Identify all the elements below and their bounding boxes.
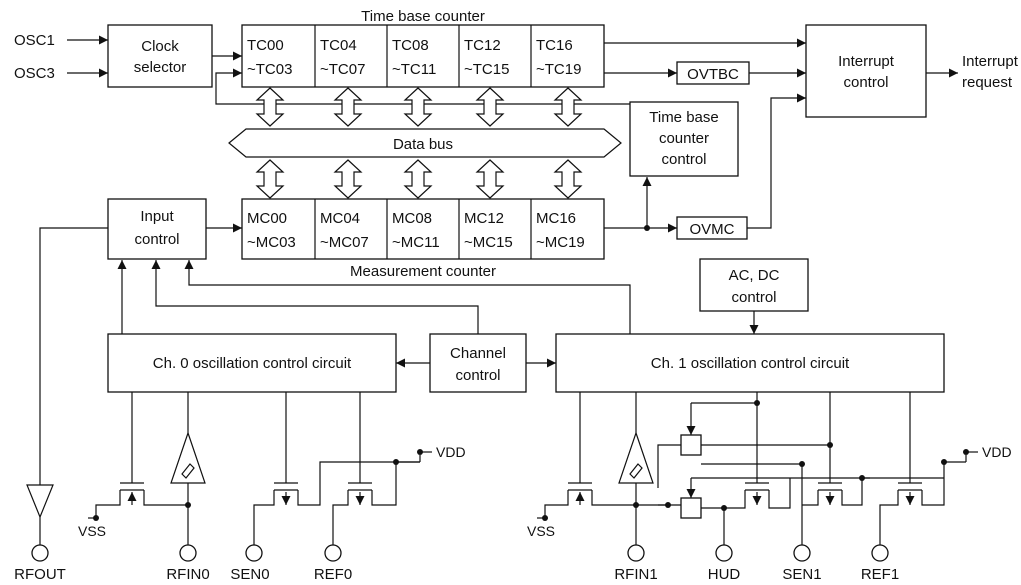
tc-cell-3-line-2: ~TC11 [392, 61, 436, 78]
ref1-label: REF1 [861, 566, 899, 583]
acdc-control-label-2: control [731, 289, 776, 306]
ch1-to-input-line [184, 260, 631, 334]
ovtbc-label: OVTBC [687, 66, 739, 83]
interrupt-request-label-1: Interrupt [962, 53, 1019, 70]
mc-cell-4-line-1: MC12 [464, 210, 504, 227]
rfin1-pin [627, 544, 645, 562]
vdd-label-left: VDD [436, 444, 466, 460]
bus-connectors-top [255, 87, 583, 127]
tc-cell-2-line-1: TC04 [320, 37, 357, 54]
osc3-label: OSC3 [14, 65, 55, 82]
rfout-pin [31, 544, 49, 562]
interrupt-control-box [805, 24, 927, 118]
vss-label-left: VSS [78, 523, 106, 539]
ovmc-label: OVMC [690, 221, 735, 238]
mc-cell-3-line-1: MC08 [392, 210, 432, 227]
rfout-label: RFOUT [14, 566, 66, 583]
acdc-control-label-1: AC, DC [729, 267, 780, 284]
channel-control-label-1: Channel [450, 345, 506, 362]
mc-cell-5-line-2: ~MC19 [536, 234, 585, 251]
hud-pin [715, 544, 733, 562]
mc-cell-5-line-1: MC16 [536, 210, 576, 227]
mc-cell-1-line-2: ~MC03 [247, 234, 296, 251]
tc-cell-5-line-1: TC16 [536, 37, 573, 54]
data-bus [228, 128, 622, 158]
tbc-control-box [629, 101, 739, 177]
mc-cell-4-line-2: ~MC15 [464, 234, 513, 251]
time-base-counter-title: Time base counter [361, 8, 485, 25]
channel-control-label-2: control [455, 367, 500, 384]
channel-control-box [429, 333, 527, 393]
rfout-buffer-icon [26, 484, 54, 519]
clock-selector-label-2: selector [134, 59, 187, 76]
tbc-control-label-2: counter [659, 130, 709, 147]
osc1-label: OSC1 [14, 32, 55, 49]
rfin0-pin [179, 544, 197, 562]
input-control-box [107, 198, 207, 260]
sen1-pin [793, 544, 811, 562]
mc-cell-1-line-1: MC00 [247, 210, 287, 227]
tc-cell-5-line-2: ~TC19 [536, 61, 581, 78]
ref0-label: REF0 [314, 566, 352, 583]
ch0-circuit-box [107, 333, 397, 393]
acdc-control-box [699, 258, 809, 312]
hud-switch-top [680, 434, 702, 456]
mc-cell-2-line-2: ~MC07 [320, 234, 369, 251]
vss-label-right: VSS [527, 523, 555, 539]
sen0-label: SEN0 [230, 566, 269, 583]
sen1-label: SEN1 [782, 566, 821, 583]
interrupt-control-label-1: Interrupt [838, 53, 895, 70]
tc-cell-2-line-2: ~TC07 [320, 61, 365, 78]
clock-selector-box [107, 24, 213, 88]
vdd-label-right: VDD [982, 444, 1012, 460]
mc-cell-3-line-2: ~MC11 [392, 234, 440, 251]
hud-switch-bottom [680, 497, 702, 519]
tc-cell-1-line-1: TC00 [247, 37, 284, 54]
channel-to-input-line [151, 260, 479, 334]
data-bus-label: Data bus [393, 136, 453, 153]
ch0-analog-section [26, 392, 432, 545]
tbc-control-label-1: Time base [649, 109, 718, 126]
tc-cell-1-line-2: ~TC03 [247, 61, 292, 78]
ch1-analog-section [537, 392, 978, 545]
tc-cell-4-line-1: TC12 [464, 37, 501, 54]
interrupt-control-label-2: control [843, 74, 888, 91]
interrupt-request-label-2: request [962, 74, 1013, 91]
time-base-counter: TC00 ~TC03 TC04 ~TC07 TC08 ~TC11 TC12 ~T… [241, 24, 605, 88]
rfin0-label: RFIN0 [166, 566, 209, 583]
ref0-pin [324, 544, 342, 562]
ref1-pin [871, 544, 889, 562]
tbc-control-label-3: control [661, 151, 706, 168]
rfout-line [39, 227, 108, 485]
mc-cell-2-line-1: MC04 [320, 210, 360, 227]
sen0-pin [245, 544, 263, 562]
tc-cell-3-line-1: TC08 [392, 37, 429, 54]
ch1-circuit-box [555, 333, 945, 393]
input-control-label-2: control [134, 231, 179, 248]
tc-cell-4-line-2: ~TC15 [464, 61, 509, 78]
hud-label: HUD [708, 566, 741, 583]
clock-selector-label-1: Clock [141, 38, 179, 55]
measurement-counter-title: Measurement counter [350, 263, 496, 280]
bus-connectors-bottom [255, 159, 583, 199]
input-control-label-1: Input [140, 208, 174, 225]
ch0-circuit-label: Ch. 0 oscillation control circuit [153, 355, 352, 372]
ch1-circuit-label: Ch. 1 oscillation control circuit [651, 355, 850, 372]
rfin1-label: RFIN1 [614, 566, 657, 583]
ovmc-to-interrupt-line [747, 93, 806, 229]
measurement-counter: MC00 ~MC03 MC04 ~MC07 MC08 ~MC11 MC12 ~M… [241, 198, 605, 260]
